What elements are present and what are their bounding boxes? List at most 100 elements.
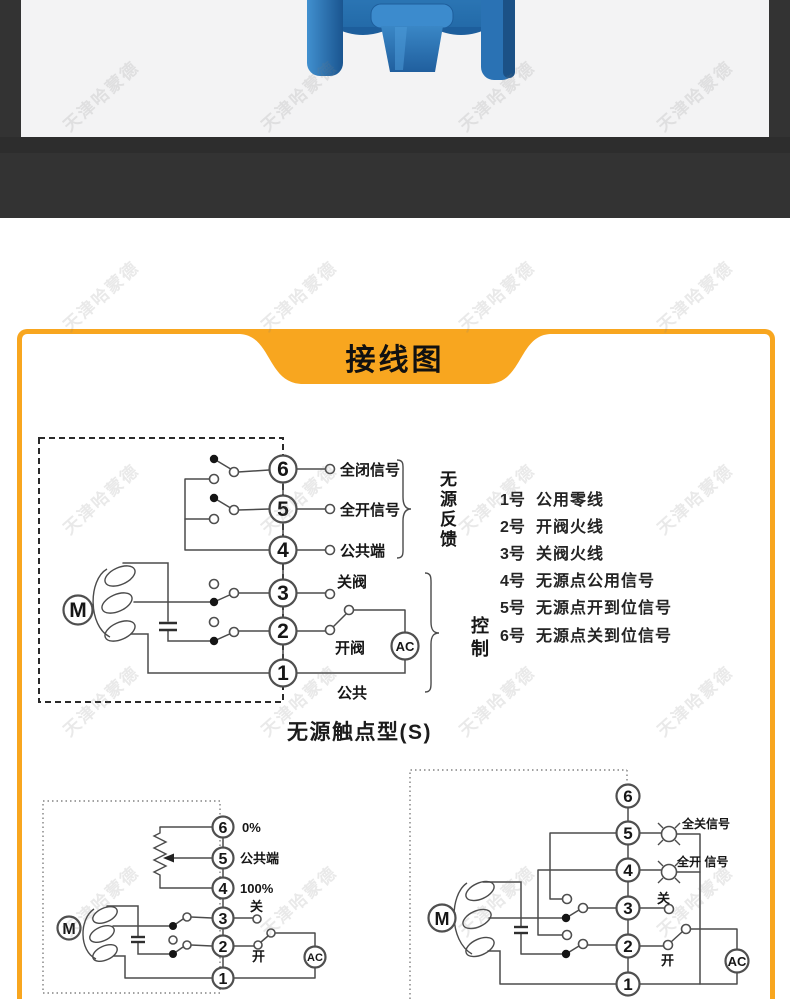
terminal-6: 6 xyxy=(615,783,641,809)
switch-contacts xyxy=(168,912,276,958)
banner-shape xyxy=(240,329,550,384)
svg-text:6: 6 xyxy=(277,458,289,481)
note-row-6: 6号 无源点关到位信号 xyxy=(500,620,672,647)
note-row-4: 4号 无源点公用信号 xyxy=(500,566,672,593)
wiring-panel xyxy=(17,329,775,999)
panel-title-banner: 接线图 xyxy=(240,329,550,384)
motor-label: M xyxy=(69,599,87,622)
svg-text:3: 3 xyxy=(219,911,228,928)
terminal-5: 5 xyxy=(268,494,298,524)
motor-coil xyxy=(82,906,118,962)
note-row-1: 1号 公用零线 xyxy=(500,484,672,511)
note-number: 2号 xyxy=(500,518,525,536)
wiring-diagram-lamp: M 6 5 4 xyxy=(409,769,750,999)
svg-text:M: M xyxy=(435,909,450,929)
watermark-text: 天津哈蒙德 xyxy=(257,257,341,336)
switch-contacts xyxy=(208,454,355,646)
enclosure-dashed-box xyxy=(38,437,284,703)
svg-text:2: 2 xyxy=(623,937,632,956)
label-close-signal: 全闭信号 xyxy=(339,461,400,479)
label-common: 公共 xyxy=(337,685,367,702)
svg-text:3: 3 xyxy=(623,899,632,918)
label-close-valve: 关阀 xyxy=(337,573,367,591)
enclosure-dotted-border xyxy=(409,769,628,999)
terminal-5: 5 xyxy=(615,820,641,846)
motor-symbol: M xyxy=(56,915,82,941)
note-number: 3号 xyxy=(500,545,525,563)
svg-text:6: 6 xyxy=(623,787,632,806)
svg-text:1: 1 xyxy=(623,975,632,994)
svg-text:4: 4 xyxy=(219,881,228,898)
watermark-text: 天津哈蒙德 xyxy=(59,257,143,336)
note-text: 公用零线 xyxy=(536,491,605,509)
blue-valve-photo xyxy=(307,0,515,80)
note-text: 无源点开到位信号 xyxy=(536,600,673,618)
svg-text:AC: AC xyxy=(307,952,323,964)
terminal-3: 3 xyxy=(268,578,298,608)
terminal-1: 1 xyxy=(211,966,235,990)
svg-text:1: 1 xyxy=(277,662,289,685)
svg-text:4: 4 xyxy=(623,861,633,880)
watermark-text: 天津哈蒙德 xyxy=(653,257,737,336)
terminal-notes-list: 1号 公用零线 2号 开阀火线 3号 关阀火线 4号 无源点公用信号 5号 无源… xyxy=(500,484,672,647)
terminal-4: 4 xyxy=(211,876,235,900)
label-common-terminal: 公共端 xyxy=(240,851,279,866)
valve-bracket xyxy=(381,26,443,72)
dark-band xyxy=(0,137,790,153)
group-label-passive-feedback: 无源反馈 xyxy=(437,470,456,550)
panel-title: 接线图 xyxy=(346,344,445,377)
note-text: 无源点公用信号 xyxy=(536,573,656,591)
note-row-2: 2号 开阀火线 xyxy=(500,511,672,538)
svg-text:M: M xyxy=(62,921,75,938)
motor-coil xyxy=(453,880,495,958)
motor-symbol: M xyxy=(62,594,94,626)
label-open: 开 xyxy=(252,949,265,964)
label-open-valve: 开阀 xyxy=(335,639,365,657)
valve-bracket-highlight xyxy=(395,27,407,70)
svg-text:2: 2 xyxy=(219,939,228,956)
note-number: 1号 xyxy=(500,491,525,509)
valve-body-shadow-left xyxy=(333,27,393,35)
terminal-1: 1 xyxy=(615,971,641,997)
potentiometer-arrow xyxy=(163,853,174,863)
label-0-percent: 0% xyxy=(242,820,261,835)
label-close: 关 xyxy=(657,891,670,906)
valve-yoke xyxy=(370,3,454,29)
wiring-diagram-main: M 6 5 xyxy=(38,437,440,703)
terminal-4: 4 xyxy=(615,857,641,883)
terminal-5: 5 xyxy=(211,846,235,870)
svg-text:1: 1 xyxy=(219,971,228,988)
control-brace xyxy=(424,572,440,693)
feedback-brace xyxy=(396,459,412,559)
terminal-3: 3 xyxy=(615,895,641,921)
label-100-percent: 100% xyxy=(240,881,274,896)
svg-text:5: 5 xyxy=(277,498,289,521)
note-text: 开阀火线 xyxy=(536,518,605,536)
terminal-2: 2 xyxy=(211,934,235,958)
svg-text:3: 3 xyxy=(277,582,289,605)
svg-text:4: 4 xyxy=(277,539,289,562)
ac-power-symbol: AC xyxy=(724,948,750,974)
wiring-diagram-potentiometer: M 6 5 4 3 2 xyxy=(42,800,327,994)
terminal-6: 6 xyxy=(211,815,235,839)
photo-section xyxy=(0,0,790,218)
valve-left-flange xyxy=(307,0,343,76)
label-full-open-signal: 全开 信号 xyxy=(676,854,728,869)
svg-text:5: 5 xyxy=(219,851,228,868)
note-row-5: 5号 无源点开到位信号 xyxy=(500,593,672,620)
capacitor xyxy=(131,935,145,944)
motor-symbol: M xyxy=(427,903,457,933)
svg-text:AC: AC xyxy=(728,954,747,969)
valve-body-shadow-right xyxy=(431,27,491,35)
terminal-2: 2 xyxy=(615,933,641,959)
label-open: 开 xyxy=(661,953,674,968)
label-common-terminal: 公共端 xyxy=(340,542,385,560)
note-row-3: 3号 关阀火线 xyxy=(500,538,672,565)
note-number: 4号 xyxy=(500,573,525,591)
motor-coil xyxy=(92,565,136,642)
label-full-close-signal: 全关信号 xyxy=(681,816,730,831)
terminal-3: 3 xyxy=(211,906,235,930)
capacitor xyxy=(159,621,177,632)
group-label-control: 控制 xyxy=(469,616,489,662)
